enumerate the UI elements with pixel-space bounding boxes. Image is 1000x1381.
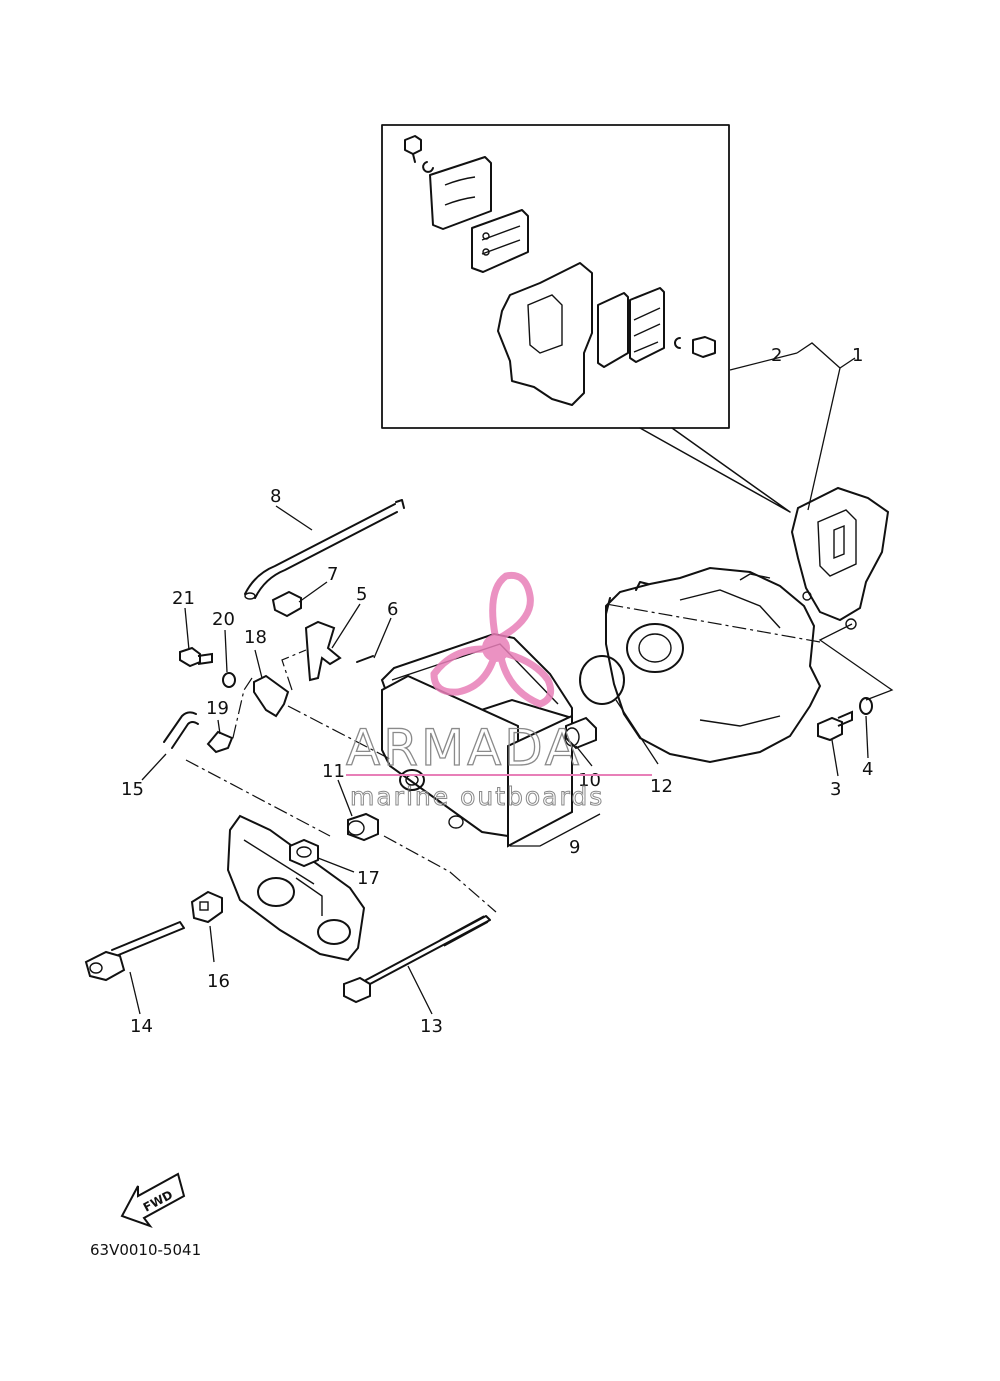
callout-5: 5 (356, 584, 367, 605)
callout-21: 21 (172, 588, 195, 609)
callout-12: 12 (650, 776, 673, 797)
grommet-17 (289, 838, 319, 868)
callout-15: 15 (121, 779, 144, 800)
o-ring (579, 655, 625, 705)
callout-13: 13 (420, 1016, 443, 1037)
shaft-14 (84, 921, 185, 982)
callout-18: 18 (244, 627, 267, 648)
reed-valve-detail-inset (381, 124, 791, 513)
clip-19 (206, 730, 234, 754)
callout-8: 8 (270, 486, 281, 507)
callout-9: 9 (569, 837, 580, 858)
callout-1: 1 (852, 345, 863, 366)
callout-16: 16 (207, 971, 230, 992)
fwd-arrow-icon: FWD (120, 1172, 186, 1229)
callout-20: 20 (212, 609, 235, 630)
cap (347, 812, 379, 842)
bolt-21 (179, 646, 213, 668)
watermark-brand: ARMADA (346, 719, 582, 777)
grommet-16 (190, 890, 223, 924)
callout-11: 11 (322, 761, 345, 782)
hose-elbow (163, 711, 197, 743)
hose (244, 499, 405, 600)
hose-clip (271, 590, 302, 618)
lever (304, 620, 342, 682)
lower-cover (226, 814, 366, 962)
carburetor-body (605, 566, 822, 764)
intake-joint (564, 716, 597, 750)
bracket-18 (253, 674, 290, 718)
callout-7: 7 (327, 564, 338, 585)
pin (356, 655, 374, 663)
callout-4: 4 (862, 759, 873, 780)
bolt-3 (817, 710, 853, 742)
part-code: 63V0010-5041 (90, 1241, 201, 1259)
watermark: ARMADA marine outboards (345, 571, 652, 812)
callout-3: 3 (830, 779, 841, 800)
callout-19: 19 (206, 698, 229, 719)
leader-lines (129, 342, 894, 1015)
callout-6: 6 (387, 599, 398, 620)
callout-14: 14 (130, 1016, 153, 1037)
washer-20 (222, 672, 236, 688)
propeller-logo-icon (430, 571, 555, 708)
callout-17: 17 (357, 868, 380, 889)
watermark-tagline: marine outboards (350, 782, 604, 811)
washer-4 (859, 697, 873, 715)
callout-labels: 1 2 3 4 5 6 7 8 9 10 11 12 13 14 15 16 1… (121, 345, 873, 1037)
bolt-13 (343, 915, 491, 1004)
callout-2: 2 (771, 345, 782, 366)
reed-valve-assembly (790, 486, 890, 630)
